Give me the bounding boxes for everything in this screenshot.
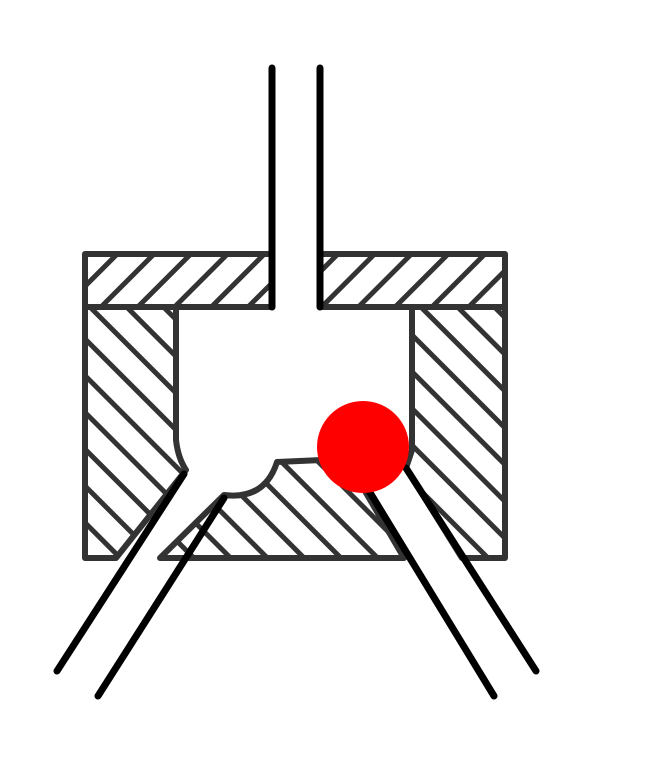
lid-right-section [317,251,508,310]
ball-check [317,401,409,493]
left-outlet-pipe-inner-wall [94,494,228,700]
lid-left-section [82,251,275,310]
right-outlet-pipe-outer-wall [402,464,540,675]
valve-body [82,304,508,561]
right-outlet-pipe-inner-wall [362,482,498,700]
left-outlet-pipe-outer-wall [53,470,188,675]
pipes [53,64,540,700]
valve-lid [82,251,508,310]
body-right-wall [403,304,508,561]
body-left-wall [82,304,189,561]
